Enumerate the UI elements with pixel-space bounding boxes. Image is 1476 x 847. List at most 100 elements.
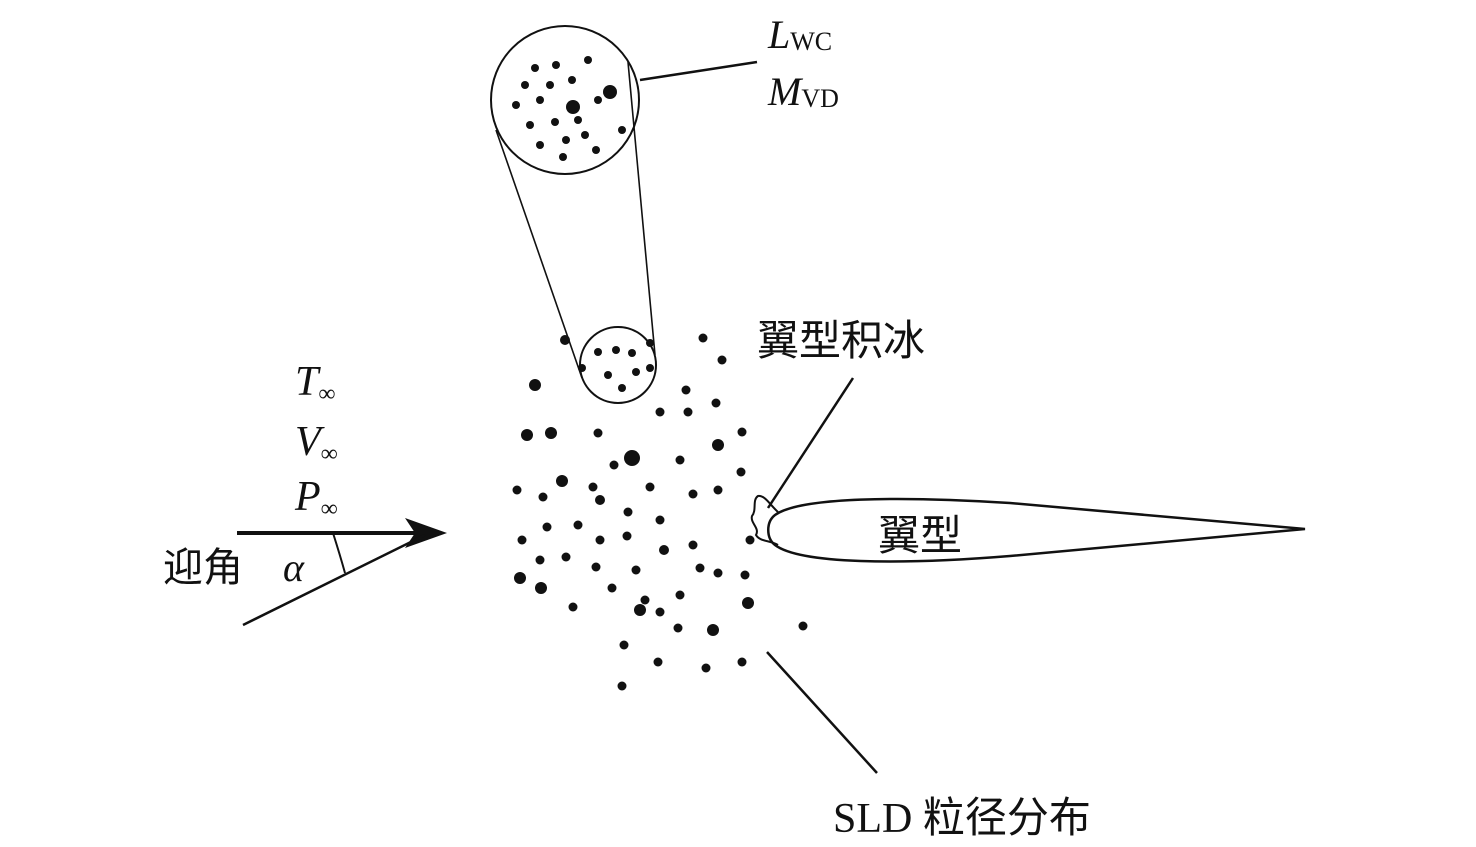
droplet (538, 492, 548, 502)
sample-droplets (578, 339, 654, 392)
droplet (675, 590, 685, 600)
droplet (574, 116, 582, 124)
droplet (675, 455, 685, 465)
pressure-label: P∞ (294, 474, 338, 522)
droplet (740, 570, 750, 580)
droplet (568, 602, 578, 612)
droplet (512, 101, 520, 109)
airfoil-ice (750, 494, 779, 546)
droplet (526, 121, 534, 129)
droplet (713, 568, 723, 578)
droplet (561, 552, 571, 562)
sample-circle (579, 326, 657, 404)
sld-label: SLD 粒径分布 (833, 796, 1091, 842)
aoa-label: 迎角 (163, 545, 243, 591)
droplet (607, 583, 617, 593)
magnifier-line-left (495, 129, 583, 379)
droplet (646, 364, 654, 372)
droplet (632, 368, 640, 376)
droplet (645, 482, 655, 492)
droplet (712, 439, 724, 451)
droplet (531, 64, 539, 72)
droplet (529, 379, 541, 391)
droplet (612, 346, 620, 354)
droplet (646, 339, 654, 347)
droplet (681, 385, 691, 395)
droplet (514, 572, 526, 584)
temperature-label: T∞ (295, 359, 335, 407)
droplet (591, 562, 601, 572)
droplet (594, 96, 602, 104)
droplet (745, 535, 755, 545)
droplet (711, 398, 721, 408)
droplet (546, 81, 554, 89)
droplet (604, 371, 612, 379)
droplet (617, 681, 627, 691)
droplet (683, 407, 693, 417)
droplet (631, 565, 641, 575)
droplet (545, 427, 557, 439)
droplet (566, 100, 580, 114)
velocity-label: V∞ (295, 419, 338, 467)
droplet (562, 136, 570, 144)
droplet (737, 657, 747, 667)
droplet (698, 333, 708, 343)
droplet (653, 657, 663, 667)
airfoil (767, 497, 1306, 563)
ice-leader-line (766, 377, 855, 509)
droplet (798, 621, 808, 631)
droplet (695, 563, 705, 573)
droplet (713, 485, 723, 495)
droplet (535, 555, 545, 565)
droplet (634, 604, 646, 616)
droplet (551, 118, 559, 126)
droplet (619, 640, 629, 650)
droplet (655, 607, 665, 617)
ice-label: 翼型积冰 (757, 316, 925, 365)
droplet (536, 96, 544, 104)
droplet-cloud (512, 333, 808, 691)
droplet (624, 450, 640, 466)
droplet (603, 85, 617, 99)
droplet (717, 355, 727, 365)
droplet (622, 531, 632, 541)
droplet (593, 428, 603, 438)
droplet (573, 520, 583, 530)
droplet (628, 349, 636, 357)
droplet (594, 348, 602, 356)
droplet (517, 535, 527, 545)
airfoil-label: 翼型 (878, 511, 962, 560)
droplet (581, 131, 589, 139)
droplet (512, 485, 522, 495)
angle-arc (332, 532, 346, 574)
droplet (736, 467, 746, 477)
droplet (542, 522, 552, 532)
droplet (535, 582, 547, 594)
droplet (655, 407, 665, 417)
angle-of-attack-line (242, 533, 426, 627)
droplet (595, 535, 605, 545)
droplet (584, 56, 592, 64)
droplet (623, 507, 633, 517)
droplet (618, 126, 626, 134)
mvd-label: MVD (767, 69, 839, 114)
droplet (521, 429, 533, 441)
droplet (556, 475, 568, 487)
droplet (640, 595, 650, 605)
lwc-leader-line (639, 60, 758, 82)
droplet (552, 61, 560, 69)
droplet (559, 153, 567, 161)
sld-leader-line (766, 651, 878, 774)
droplet (707, 624, 719, 636)
droplet (655, 515, 665, 525)
droplet (673, 623, 683, 633)
aoa-symbol: α (283, 545, 305, 590)
droplet (592, 146, 600, 154)
lwc-label: LWC (767, 12, 832, 57)
droplet (595, 495, 605, 505)
droplet (737, 427, 747, 437)
droplet (568, 76, 576, 84)
magnified-droplets (512, 56, 626, 161)
